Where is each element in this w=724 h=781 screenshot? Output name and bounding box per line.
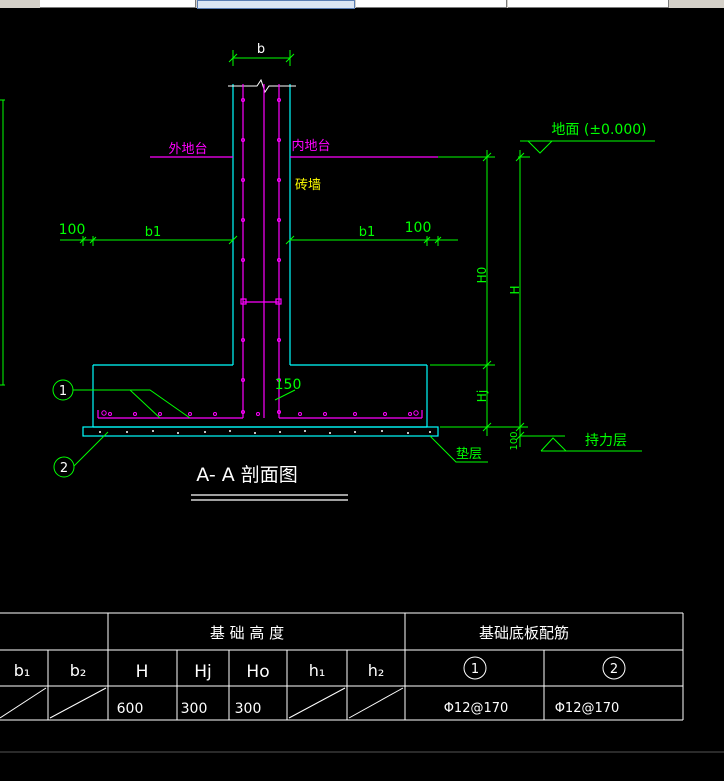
dim-100-left: 100 xyxy=(59,222,86,238)
rebar-dots xyxy=(101,98,419,416)
table-group-height: 基 础 高 度 xyxy=(210,624,284,642)
callout-1-circle xyxy=(52,379,74,401)
header-Ho: Ho xyxy=(246,662,269,682)
label-outer-platform: 外地台 xyxy=(168,142,207,157)
cell-Hj: 300 xyxy=(181,701,208,717)
cell-H: 600 xyxy=(117,701,144,717)
dim-b1-left: b1 xyxy=(145,225,162,240)
dim-b-label: b xyxy=(257,42,265,57)
header-rebar-2: 2 xyxy=(610,662,618,677)
cell-Ho: 300 xyxy=(235,701,262,717)
dim-H0: H0 xyxy=(475,267,489,284)
dim-H: H xyxy=(508,285,522,294)
label-bearing-layer: 持力层 xyxy=(585,433,627,449)
callout-1-number: 1 xyxy=(59,384,67,399)
rebar-lines xyxy=(97,84,438,419)
callout-2-circle xyxy=(53,456,75,478)
section-title: A- A 剖面图 xyxy=(196,464,298,486)
dim-150: 150 xyxy=(275,377,302,393)
cell-rebar-2: Φ12@170 xyxy=(555,701,620,716)
footing-outline xyxy=(82,84,439,437)
callout-markers xyxy=(52,379,75,478)
toolbar-strip xyxy=(0,0,724,9)
break-line xyxy=(228,78,296,94)
header-H: H xyxy=(136,662,149,682)
cell-rebar-1: Φ12@170 xyxy=(444,701,509,716)
callout-2-number: 2 xyxy=(60,461,68,476)
dim-100-right: 100 xyxy=(405,220,432,236)
title-underline xyxy=(191,494,348,501)
label-ground: 地面 (±0.000) xyxy=(551,122,646,138)
header-b1: b₁ xyxy=(14,661,31,680)
dim-b1-right: b1 xyxy=(359,225,376,240)
header-Hj: Hj xyxy=(194,662,212,682)
toolbar-cell[interactable] xyxy=(40,0,196,8)
dim-Hj: Hj xyxy=(475,390,489,402)
left-edge-marker xyxy=(0,99,5,386)
toolbar-cell[interactable] xyxy=(508,0,669,8)
header-b2: b₂ xyxy=(70,661,87,680)
toolbar-cell[interactable] xyxy=(356,0,507,8)
parameter-table xyxy=(0,612,684,721)
header-h1: h₁ xyxy=(309,661,326,680)
label-inner-platform: 内地台 xyxy=(291,138,330,154)
dimension-lines xyxy=(60,50,655,467)
label-cushion: 垫层 xyxy=(456,446,482,462)
toolbar-cell-selected[interactable] xyxy=(197,0,355,9)
label-masonry: 砖墙 xyxy=(295,178,321,193)
cushion-hatch xyxy=(99,430,431,434)
header-rebar-1: 1 xyxy=(471,662,479,677)
dim-100-bottom: 100 xyxy=(509,431,520,450)
table-group-rebar: 基础底板配筋 xyxy=(479,624,569,642)
header-h2: h₂ xyxy=(368,661,385,680)
